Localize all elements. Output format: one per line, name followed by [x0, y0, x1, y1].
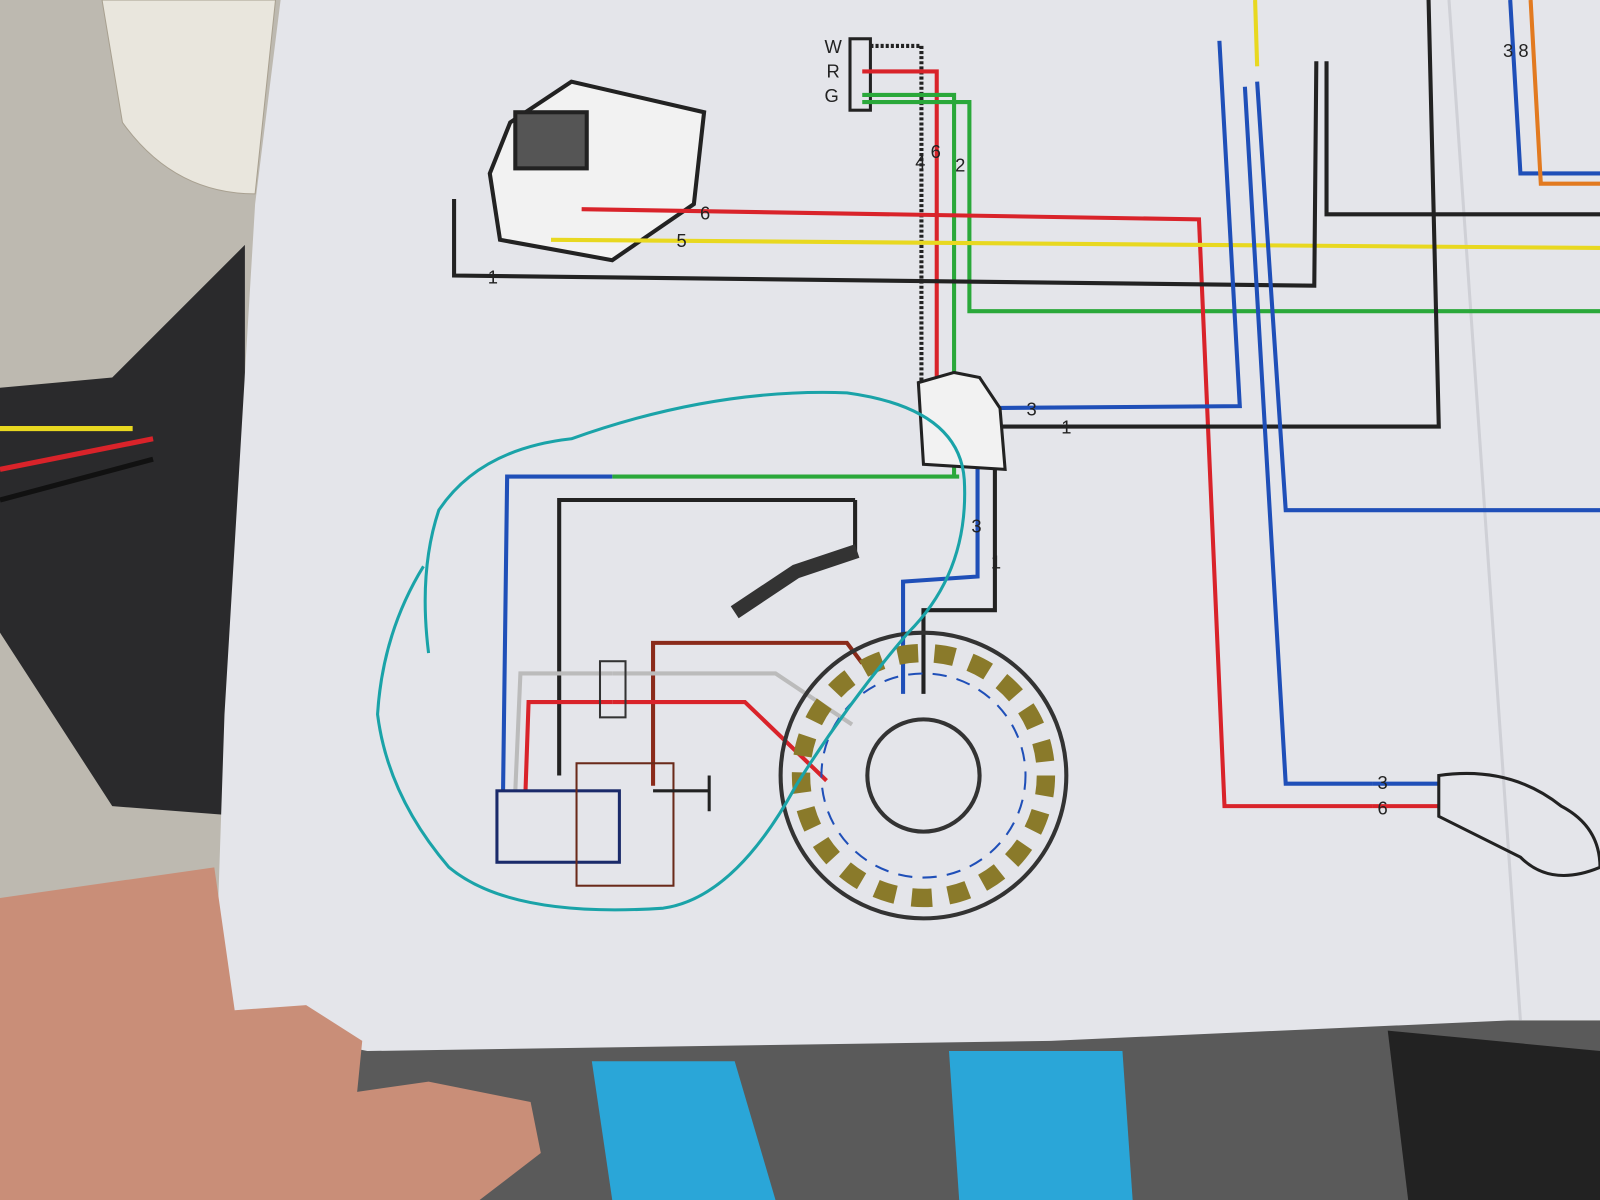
wire-number: 3	[1027, 398, 1037, 419]
connector-block	[848, 37, 872, 112]
wire-number: 6	[931, 141, 941, 162]
headlamp-icon	[487, 79, 707, 263]
label-g: G	[824, 85, 838, 106]
label-r: R	[827, 61, 840, 82]
hand	[0, 867, 541, 1200]
shoe	[948, 1051, 1133, 1200]
junction-box	[916, 370, 1007, 472]
marker-circle	[376, 390, 967, 912]
cdi-unit	[495, 789, 621, 864]
shoe	[591, 1061, 776, 1200]
wire-number: 3	[971, 516, 981, 537]
wires	[452, 0, 1600, 809]
wire-number: 1	[1061, 417, 1071, 438]
wire-number: 4	[915, 151, 925, 172]
scooter-part	[0, 244, 245, 817]
ignition-coil	[575, 762, 675, 887]
wire-number: 3	[1378, 772, 1388, 793]
wire-number: 6	[700, 202, 710, 223]
wire-number: 2	[955, 154, 965, 175]
ground-symbol	[653, 775, 711, 812]
shoe	[1387, 1030, 1600, 1200]
bucket	[101, 0, 277, 195]
wire-number: 1	[991, 551, 1001, 572]
spark-plug-icon	[730, 544, 860, 619]
wire-number: 6	[1378, 797, 1388, 818]
wire-number: 3 8	[1503, 40, 1529, 61]
connector-small	[598, 660, 627, 719]
wire-number: 1	[488, 267, 498, 288]
paper	[214, 0, 1600, 1052]
switch-icon	[1437, 771, 1600, 878]
wire-number: 5	[677, 230, 687, 251]
label-w: W	[824, 36, 842, 57]
